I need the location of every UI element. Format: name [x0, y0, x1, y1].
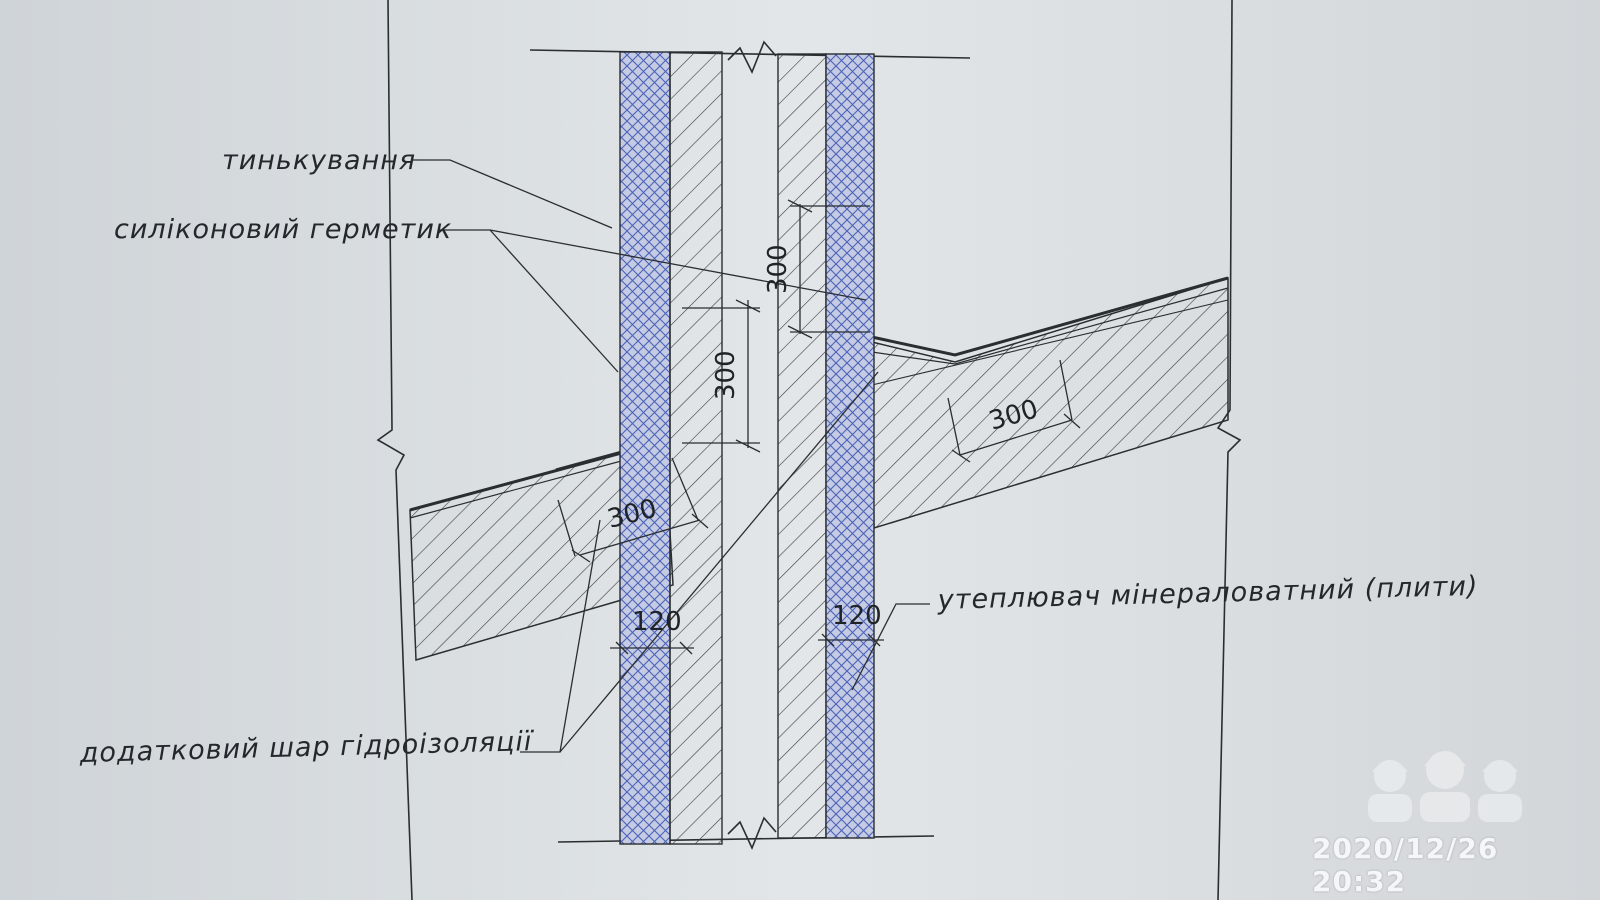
dim-left-vertical: 300: [711, 350, 741, 400]
dim-left-thickness: 120: [632, 607, 682, 637]
right-masonry-layer: [777, 53, 827, 839]
left-wall: [619, 51, 723, 845]
left-masonry-layer: [669, 51, 723, 845]
break-symbols: [727, 40, 777, 851]
right-wall: [777, 53, 875, 839]
right-insulation-layer: [825, 53, 875, 839]
label-sealant: силіконовий герметик: [114, 214, 452, 245]
builders-logo-icon: [1368, 751, 1522, 822]
left-insulation-layer: [619, 51, 671, 845]
dim-right-vertical: 300: [763, 244, 793, 294]
photo-timestamp: 2020/12/26 20:32: [1312, 832, 1499, 898]
dim-right-thickness: 120: [832, 601, 882, 631]
dimension-lines: [557, 199, 1081, 655]
label-plaster: тинькування: [222, 145, 416, 176]
leader-lines: [412, 159, 930, 753]
